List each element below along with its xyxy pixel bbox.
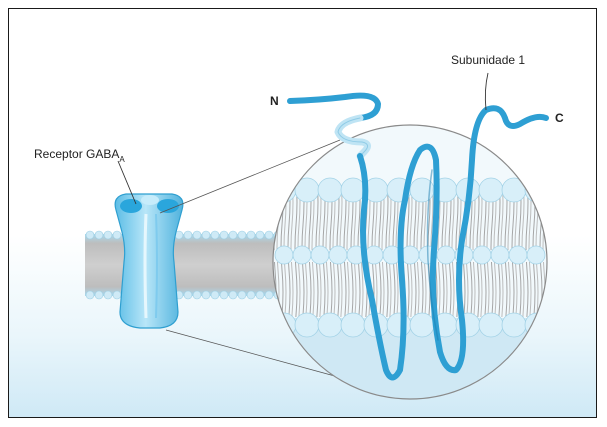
c-terminus-label: C	[555, 111, 564, 125]
subunit-leader-line	[485, 73, 488, 110]
gaba-a-receptor	[115, 194, 183, 328]
receptor-label: Receptor GABAA	[34, 147, 125, 164]
n-terminus-label: N	[270, 94, 279, 108]
subunit-label: Subunidade 1	[451, 53, 525, 67]
membrane-band	[85, 231, 285, 299]
